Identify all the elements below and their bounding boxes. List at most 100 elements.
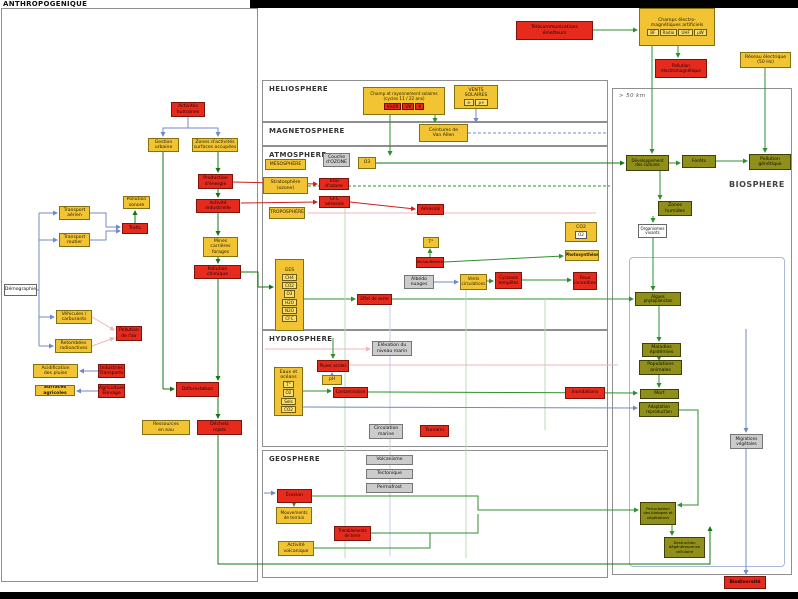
mines-carrieres: Mines carrières forages bbox=[203, 237, 238, 257]
wire-pk-9 bbox=[91, 337, 115, 347]
industries-transports-label: Industries Transports bbox=[99, 365, 124, 376]
pollution-air: Pollution de l'air bbox=[116, 326, 142, 341]
biosphere-inner-frame bbox=[629, 257, 785, 567]
wire-g-57 bbox=[314, 533, 431, 549]
rayonnement-solaire-label: Champ et rayonnement solaires (cycles 11… bbox=[370, 91, 438, 101]
activite-industrielle: Activité industrielle bbox=[196, 199, 240, 213]
retombees-radioactives-label: Retombées radioactives bbox=[59, 340, 88, 351]
hydrosphere-label: HYDROSPHERE bbox=[269, 335, 333, 343]
ph-label: pH bbox=[328, 377, 336, 383]
tectonique-label: Tectonique bbox=[377, 471, 402, 477]
transport-routier: Transport routier bbox=[59, 233, 90, 247]
activite-industrielle-label: Activité industrielle bbox=[205, 200, 231, 211]
transport-aerien-label: Transport aérien bbox=[63, 207, 86, 218]
wire-dg-24 bbox=[241, 271, 274, 290]
effet-de-serre-label: Effet de serre bbox=[360, 296, 389, 302]
pollution-air-label: Pollution de l'air bbox=[119, 328, 139, 339]
couche-ozone: Couche d'OZONE bbox=[323, 153, 350, 167]
eaux-oceans-label: Eaux et océans bbox=[279, 369, 298, 380]
activites-humaines-label: Activités humaines bbox=[176, 104, 200, 115]
wire-b-11 bbox=[90, 212, 121, 230]
mouvements-terrain-label: Mouvements de terrain bbox=[280, 509, 308, 520]
ges-chip-3: H2O bbox=[281, 298, 298, 306]
rayonnement-solaire-chip-2: X bbox=[415, 102, 425, 110]
wire-r-26 bbox=[240, 199, 318, 205]
rechauffement-label: Réchauffement bbox=[416, 259, 444, 265]
elevation-niveau-marin: Élévation du niveau marin bbox=[372, 341, 412, 356]
industries-transports: Industries Transports bbox=[98, 364, 125, 378]
developpement-cultures: Développement des cultures bbox=[626, 155, 669, 171]
organismes-vivants: Organismes vivants bbox=[638, 224, 667, 238]
stratosphere-label: Stratosphère (ozone) bbox=[270, 180, 301, 191]
populations-animales-label: Populations animales bbox=[647, 362, 674, 373]
eaux-oceans-chip-0: T° bbox=[283, 381, 294, 389]
pollution-genetique-label: Pollution génétique bbox=[758, 156, 782, 167]
developpement-cultures-label: Développement des cultures bbox=[631, 157, 664, 167]
effet-de-serre: Effet de serre bbox=[357, 294, 392, 305]
mouvements-terrain: Mouvements de terrain bbox=[276, 507, 312, 524]
rechauffement: Réchauffement bbox=[416, 257, 444, 268]
contamination-label: Contamination bbox=[335, 389, 366, 395]
atmosphere-label: ATMOSPHERE bbox=[269, 151, 327, 159]
permafrost: Permafrost bbox=[366, 483, 413, 493]
temperature: T° bbox=[423, 237, 439, 248]
rayonnement-solaire: Champ et rayonnement solaires (cycles 11… bbox=[363, 87, 445, 115]
ressources-eau: Ressources en eau bbox=[142, 420, 190, 435]
champs-em-artificiels-chip-2: UHF bbox=[678, 29, 693, 37]
tsunami-label: Tsunami bbox=[425, 428, 444, 434]
mesosphere: MÉSOSPHÈRE bbox=[265, 159, 306, 170]
inondations: Inondations bbox=[565, 387, 605, 399]
gestion-urbaine-label: Gestion urbaine bbox=[154, 139, 173, 150]
transport-routier-label: Transport routier bbox=[63, 234, 86, 245]
rayonnement-solaire-chip-1: UV bbox=[402, 102, 415, 110]
rayonnement-solaire-chip-0: Vis/IR bbox=[383, 102, 402, 110]
reseau-electrique-label: Réseau électrique (50 Hz) bbox=[744, 54, 787, 65]
algues-phytoplancton: Algues phytoplancton bbox=[635, 292, 681, 306]
ges-chip-4: N2O bbox=[281, 306, 298, 315]
inondations-label: Inondations bbox=[571, 390, 599, 396]
wire-r-27 bbox=[349, 201, 416, 212]
pollution-sonore-label: Pollution sonore bbox=[126, 197, 147, 208]
vehicules-carburants: Véhicules / carburants bbox=[56, 310, 92, 324]
albedo-nuages: Albédo nuages bbox=[404, 275, 434, 289]
biodiversite-label: Biodiversité bbox=[729, 579, 761, 585]
geosphere-label: GEOSPHERE bbox=[269, 455, 321, 463]
maladies-epidemies-label: Maladies épidémies bbox=[649, 344, 674, 355]
erosion-label: Érosion bbox=[286, 493, 303, 499]
activite-volcanique: Activité volcanique bbox=[278, 541, 314, 556]
troposphere: TROPOSPHÈRE bbox=[269, 207, 305, 219]
contamination: Contamination bbox=[333, 387, 368, 398]
agriculture-elevage-label: Agriculture Élevage bbox=[98, 385, 125, 396]
temperature-label: T° bbox=[428, 239, 434, 245]
trafic: Trafic bbox=[122, 223, 148, 234]
geosphere: GEOSPHERE bbox=[262, 450, 608, 578]
maladies-epidemies: Maladies épidémies bbox=[642, 343, 681, 357]
deforestation: Déforestation bbox=[176, 382, 219, 397]
eaux-oceans-chip-2: Sels bbox=[281, 397, 296, 405]
circulation-marine-label: Circulation marine bbox=[373, 426, 399, 437]
pluies-acides-label: Pluies acides bbox=[319, 362, 347, 368]
aerosols: Aérosols bbox=[417, 204, 444, 215]
mort-label: Mort bbox=[654, 391, 665, 397]
o2-co2-subs: O2 bbox=[575, 231, 587, 239]
wire-dg-23 bbox=[217, 435, 713, 565]
ressources-eau-label: Ressources en eau bbox=[153, 422, 179, 433]
zones-humides: Zones humides bbox=[658, 201, 692, 216]
forets: Forêts bbox=[682, 155, 716, 168]
troposphere-label: TROPOSPHÈRE bbox=[269, 210, 305, 216]
destruction-cellulaire: Destruction dégénérescence cellulaire bbox=[664, 537, 705, 558]
eaux-oceans-chip-3: CO2 bbox=[281, 405, 296, 414]
vents-solaires-label: VENTS SOLAIRES bbox=[464, 87, 488, 98]
deforestation-label: Déforestation bbox=[181, 386, 214, 392]
ges-label: GES bbox=[284, 267, 295, 273]
photosynthese-label: Photosynthèse bbox=[565, 252, 599, 258]
exosphere-frame: > 50 km bbox=[612, 88, 792, 575]
anthropogenique-title: ANTHROPOGENIQUE bbox=[3, 0, 88, 8]
vents-solaires-chip-0: e- bbox=[464, 99, 475, 107]
